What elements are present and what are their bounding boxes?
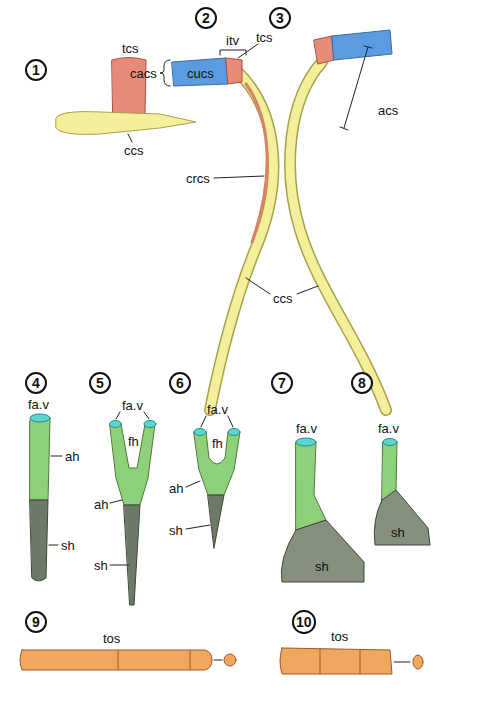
part-label: crcs xyxy=(186,172,210,185)
part-label: cucs xyxy=(187,67,214,80)
part-label: itv xyxy=(226,34,239,47)
part-label: fa.v xyxy=(296,422,317,435)
part-label: sh xyxy=(315,560,329,573)
callout-circle: 3 xyxy=(269,7,291,29)
part-label: tos xyxy=(103,632,120,645)
callout-number: 10 xyxy=(296,614,312,630)
callout-number: 2 xyxy=(202,10,210,26)
part-label: fa.v xyxy=(122,399,143,412)
part-label: fh xyxy=(212,437,223,450)
callout-number: 6 xyxy=(176,375,184,391)
part-label: sh xyxy=(61,539,75,552)
callout-circle: 5 xyxy=(89,372,111,394)
part-label: fh xyxy=(128,435,139,448)
callout-number: 9 xyxy=(32,614,40,630)
part-label: fa.v xyxy=(207,403,228,416)
callout-circle: 6 xyxy=(169,372,191,394)
part-label: sh xyxy=(169,524,183,537)
part-label: ah xyxy=(169,482,183,495)
part-label: fa.v xyxy=(378,422,399,435)
callout-circle: 2 xyxy=(195,7,217,29)
callout-circle: 4 xyxy=(25,372,47,394)
part-label: tcs xyxy=(122,42,139,55)
callout-circle: 8 xyxy=(351,372,373,394)
part-label: ccs xyxy=(273,292,293,305)
callout-number: 4 xyxy=(32,375,40,391)
part-label: ah xyxy=(65,450,79,463)
part-label: tos xyxy=(331,630,348,643)
callout-number: 1 xyxy=(32,62,40,78)
part-label: ccs xyxy=(124,144,144,157)
callout-number: 8 xyxy=(358,375,366,391)
part-label: ah xyxy=(94,498,108,511)
callout-circle: 7 xyxy=(271,372,293,394)
part-label: sh xyxy=(391,526,405,539)
callout-number: 5 xyxy=(96,375,104,391)
part-label: sh xyxy=(94,559,108,572)
callout-circle: 1 xyxy=(25,59,47,81)
callout-circle: 9 xyxy=(25,611,47,633)
part-label: cacs xyxy=(130,67,157,80)
callout-circle: 10 xyxy=(292,610,316,634)
callout-number: 3 xyxy=(276,10,284,26)
part-label: acs xyxy=(378,104,398,117)
part-label: fa.v xyxy=(28,398,49,411)
callout-number: 7 xyxy=(278,375,286,391)
part-label: tcs xyxy=(256,31,273,44)
